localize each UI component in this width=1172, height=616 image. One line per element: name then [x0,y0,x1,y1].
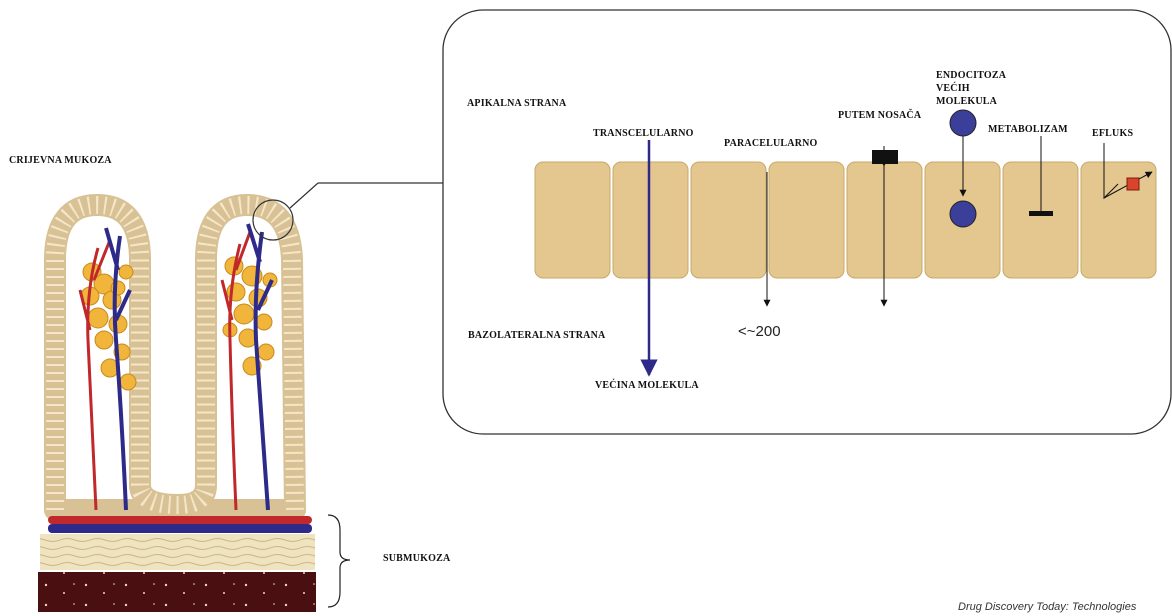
base-vein [48,524,312,533]
credit-text: Drug Discovery Today: Technologies [958,601,1136,613]
label-efflux: EFLUKS [1092,128,1133,139]
villi-illustration [38,205,316,612]
epithelial-cell [691,162,766,278]
label-endocytosis-2: VEĆIH [936,83,970,94]
epithelial-cell [535,162,610,278]
epithelial-cell [1081,162,1156,278]
label-metabolism: METABOLIZAM [988,124,1068,135]
label-paracellular: PARACELULARNO [724,138,818,149]
carrier-protein [872,150,898,164]
zoom-connector [290,183,318,208]
label-transcellular: TRANSCELULARNO [593,128,694,139]
efflux-transporter [1127,178,1139,190]
label-submucosa: SUBMUKOZA [383,553,450,564]
epithelial-cell [613,162,688,278]
base-artery [48,516,312,524]
endocytosis-molecule-outside [950,110,976,136]
label-endocytosis-1: ENDOCITOZA [936,70,1006,81]
label-mucosa: CRIJEVNA MUKOZA [9,155,112,166]
label-majority: VEĆINA MOLEKULA [595,380,699,391]
submucosa-brace [328,515,350,607]
label-size-limit: <~200 [738,323,781,340]
metabolism-block [1029,211,1053,216]
epithelial-cell [769,162,844,278]
label-apical: APIKALNA STRANA [467,98,566,109]
label-endocytosis-3: MOLEKULA [936,96,997,107]
label-basolateral: BAZOLATERALNA STRANA [468,330,605,341]
endocytosis-vesicle [950,201,976,227]
label-carrier: PUTEM NOSAČA [838,110,921,121]
